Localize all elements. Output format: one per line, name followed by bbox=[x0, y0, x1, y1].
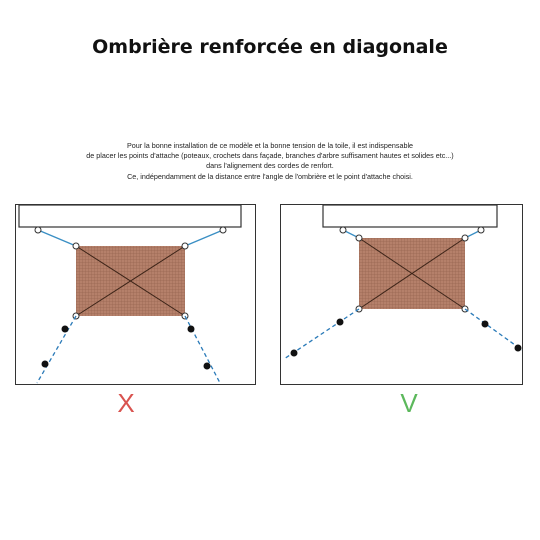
bottom-left-rope bbox=[36, 315, 77, 384]
instructions-line-4: Ce, indépendamment de la distance entre … bbox=[127, 171, 413, 181]
bottom-left-rope bbox=[283, 308, 360, 360]
sail-ring bbox=[72, 242, 80, 250]
bottom-right-rope bbox=[464, 308, 523, 351]
anchor-point bbox=[203, 362, 211, 370]
anchor-point bbox=[481, 320, 489, 328]
instructions-text: Pour la bonne installation de ce modèle … bbox=[40, 141, 500, 182]
reinforcement-diagonal-2 bbox=[75, 245, 186, 317]
facade-wall bbox=[18, 205, 242, 228]
sail-ring bbox=[461, 234, 469, 242]
anchor-point bbox=[336, 318, 344, 326]
top-left-rope bbox=[37, 229, 77, 247]
wrong-mark: X bbox=[117, 388, 135, 418]
panel-correct bbox=[280, 204, 523, 385]
correct-installation-diagram bbox=[283, 205, 523, 360]
correct-mark: V bbox=[400, 388, 418, 418]
facade-wall bbox=[322, 205, 498, 228]
top-right-rope bbox=[184, 229, 224, 247]
anchor-point bbox=[514, 344, 522, 352]
sail-ring bbox=[355, 234, 363, 242]
wall-hook-left bbox=[34, 226, 42, 234]
wall-hook-right bbox=[219, 226, 227, 234]
instructions-line-3: dans l'alignement des cordes de renfort. bbox=[206, 161, 334, 171]
wall-hook-right bbox=[477, 226, 485, 234]
bottom-right-rope bbox=[184, 315, 221, 384]
instructions-line-2: de placer les points d'attache (poteaux,… bbox=[86, 151, 454, 161]
diagram-title: Ombrière renforcée en diagonale bbox=[92, 36, 448, 58]
instructions-line-1: Pour la bonne installation de ce modèle … bbox=[126, 141, 414, 150]
anchor-point bbox=[41, 360, 49, 368]
reinforcement-diagonal-2 bbox=[358, 237, 466, 310]
anchor-point bbox=[187, 325, 195, 333]
panel-wrong bbox=[15, 204, 256, 385]
anchor-point bbox=[61, 325, 69, 333]
sail-ring bbox=[181, 242, 189, 250]
anchor-point bbox=[290, 349, 298, 357]
wall-hook-left bbox=[339, 226, 347, 234]
wrong-installation-diagram bbox=[18, 205, 242, 384]
